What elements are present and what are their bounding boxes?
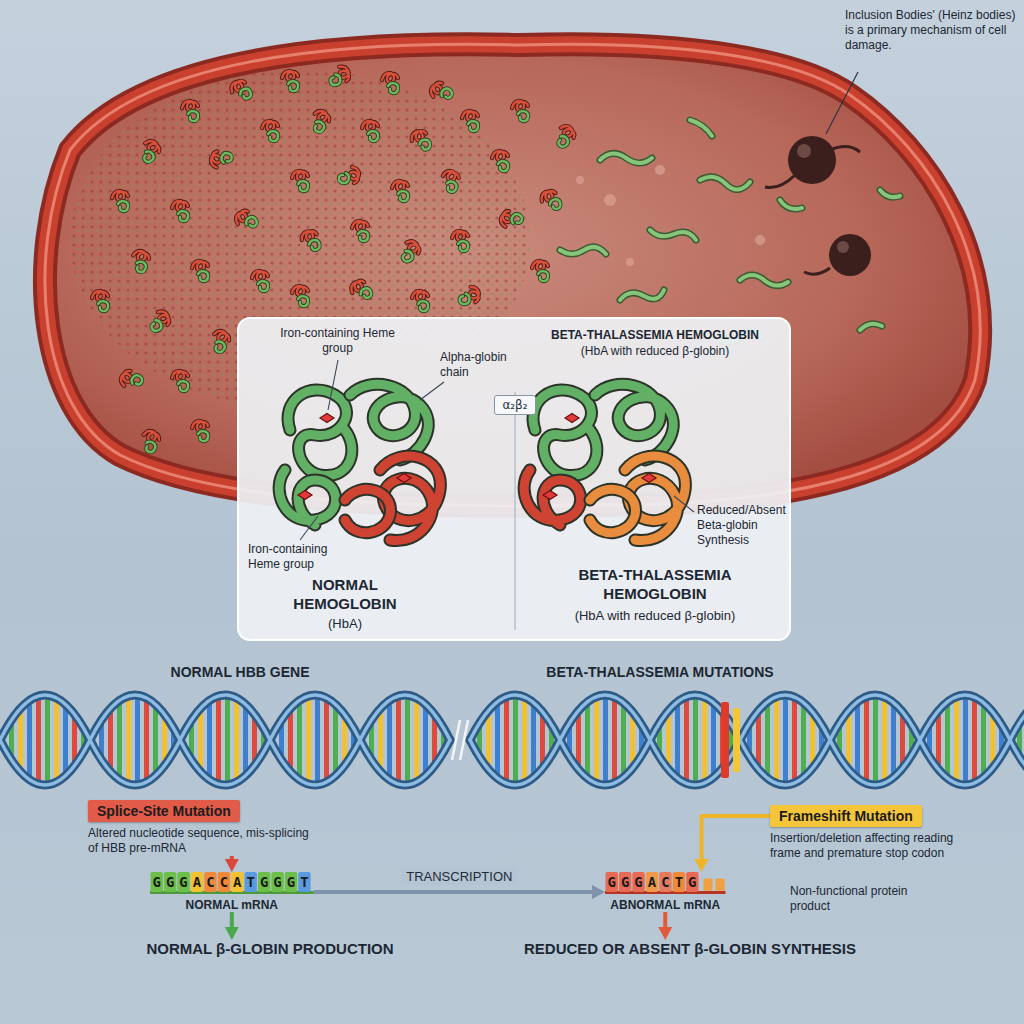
- nucleotide-sequence: GGGACCATGGGT: [150, 872, 314, 894]
- connector-arrow: [225, 912, 239, 940]
- connector-arrow: [225, 856, 239, 872]
- part-label: Iron-containing Heme group: [280, 326, 395, 356]
- panel-subheading: (HbA): [280, 616, 410, 632]
- mutation-box: Frameshift MutationInsertion/deletion af…: [770, 805, 975, 861]
- mrna-cells: GGGACCATGGGT: [150, 872, 314, 894]
- mutation-description: Insertion/deletion affecting reading fra…: [770, 831, 975, 861]
- part-label: Iron-containing Heme group: [248, 542, 358, 572]
- stop-block: [704, 879, 713, 891]
- mutation-title: Splice-Site Mutation: [88, 800, 240, 822]
- mrna-strip: GGGACCATGGGT NORMAL mRNA: [150, 872, 314, 912]
- strip-caption: NORMAL mRNA: [150, 898, 314, 912]
- stop-block: [716, 879, 725, 891]
- mutation-description: Altered nucleotide sequence, mis-splicin…: [88, 826, 318, 856]
- panel-subheading: (HbA with reduced β-globin): [530, 608, 780, 624]
- callout-note: Inclusion Bodies' (Heinz bodies) is a pr…: [845, 8, 1017, 53]
- mutation-box: Splice-Site MutationAltered nucleotide s…: [88, 800, 318, 856]
- mrna-strip: GGGACTG ABNORMAL mRNA: [605, 872, 726, 912]
- arrowhead: [592, 885, 605, 899]
- connector-arrow: [658, 912, 672, 940]
- part-label: Reduced/Absent Beta-globin Synthesis: [697, 503, 789, 548]
- node-text: NORMAL β-GLOBIN PRODUCTION: [146, 940, 393, 957]
- connector-line: [314, 890, 595, 894]
- result-text: REDUCED OR ABSENT β-GLOBIN SYNTHESIS: [524, 940, 856, 957]
- result-text: NORMAL β-GLOBIN PRODUCTION: [146, 940, 393, 957]
- subunit-tag: α₂β₂: [494, 395, 535, 415]
- mutation-title: Frameshift Mutation: [770, 805, 922, 827]
- connector-label: TRANSCRIPTION: [401, 868, 517, 885]
- part-label: Alpha-globin chain: [440, 350, 516, 380]
- node-text: REDUCED OR ABSENT β-GLOBIN SYNTHESIS: [524, 940, 856, 957]
- panel-heading: NORMAL HEMOGLOBIN: [280, 576, 410, 614]
- arrowhead: [225, 927, 239, 940]
- nucleotide-sequence: GGGACTG: [605, 872, 702, 894]
- connector-line: [702, 816, 770, 862]
- section-heading: BETA-THALASSEMIA MUTATIONS: [510, 664, 810, 682]
- callout-label: Non-functional protein product: [790, 884, 910, 914]
- connector-arrow: [695, 816, 770, 872]
- arrowhead: [225, 859, 239, 872]
- node-text: α₂β₂: [502, 398, 527, 412]
- panel-subheading: (HbA with reduced β-globin): [530, 344, 780, 359]
- arrowhead: [695, 859, 709, 872]
- arrowhead: [658, 927, 672, 940]
- mrna-cells: GGGACTG: [605, 872, 726, 894]
- panel-heading: BETA-THALASSEMIA HEMOGLOBIN: [530, 328, 780, 343]
- connector-arrow: [314, 885, 605, 899]
- panel-heading: BETA-THALASSEMIA HEMOGLOBIN: [550, 566, 760, 604]
- strip-caption: ABNORMAL mRNA: [605, 898, 726, 912]
- section-heading: NORMAL HBB GENE: [90, 664, 390, 682]
